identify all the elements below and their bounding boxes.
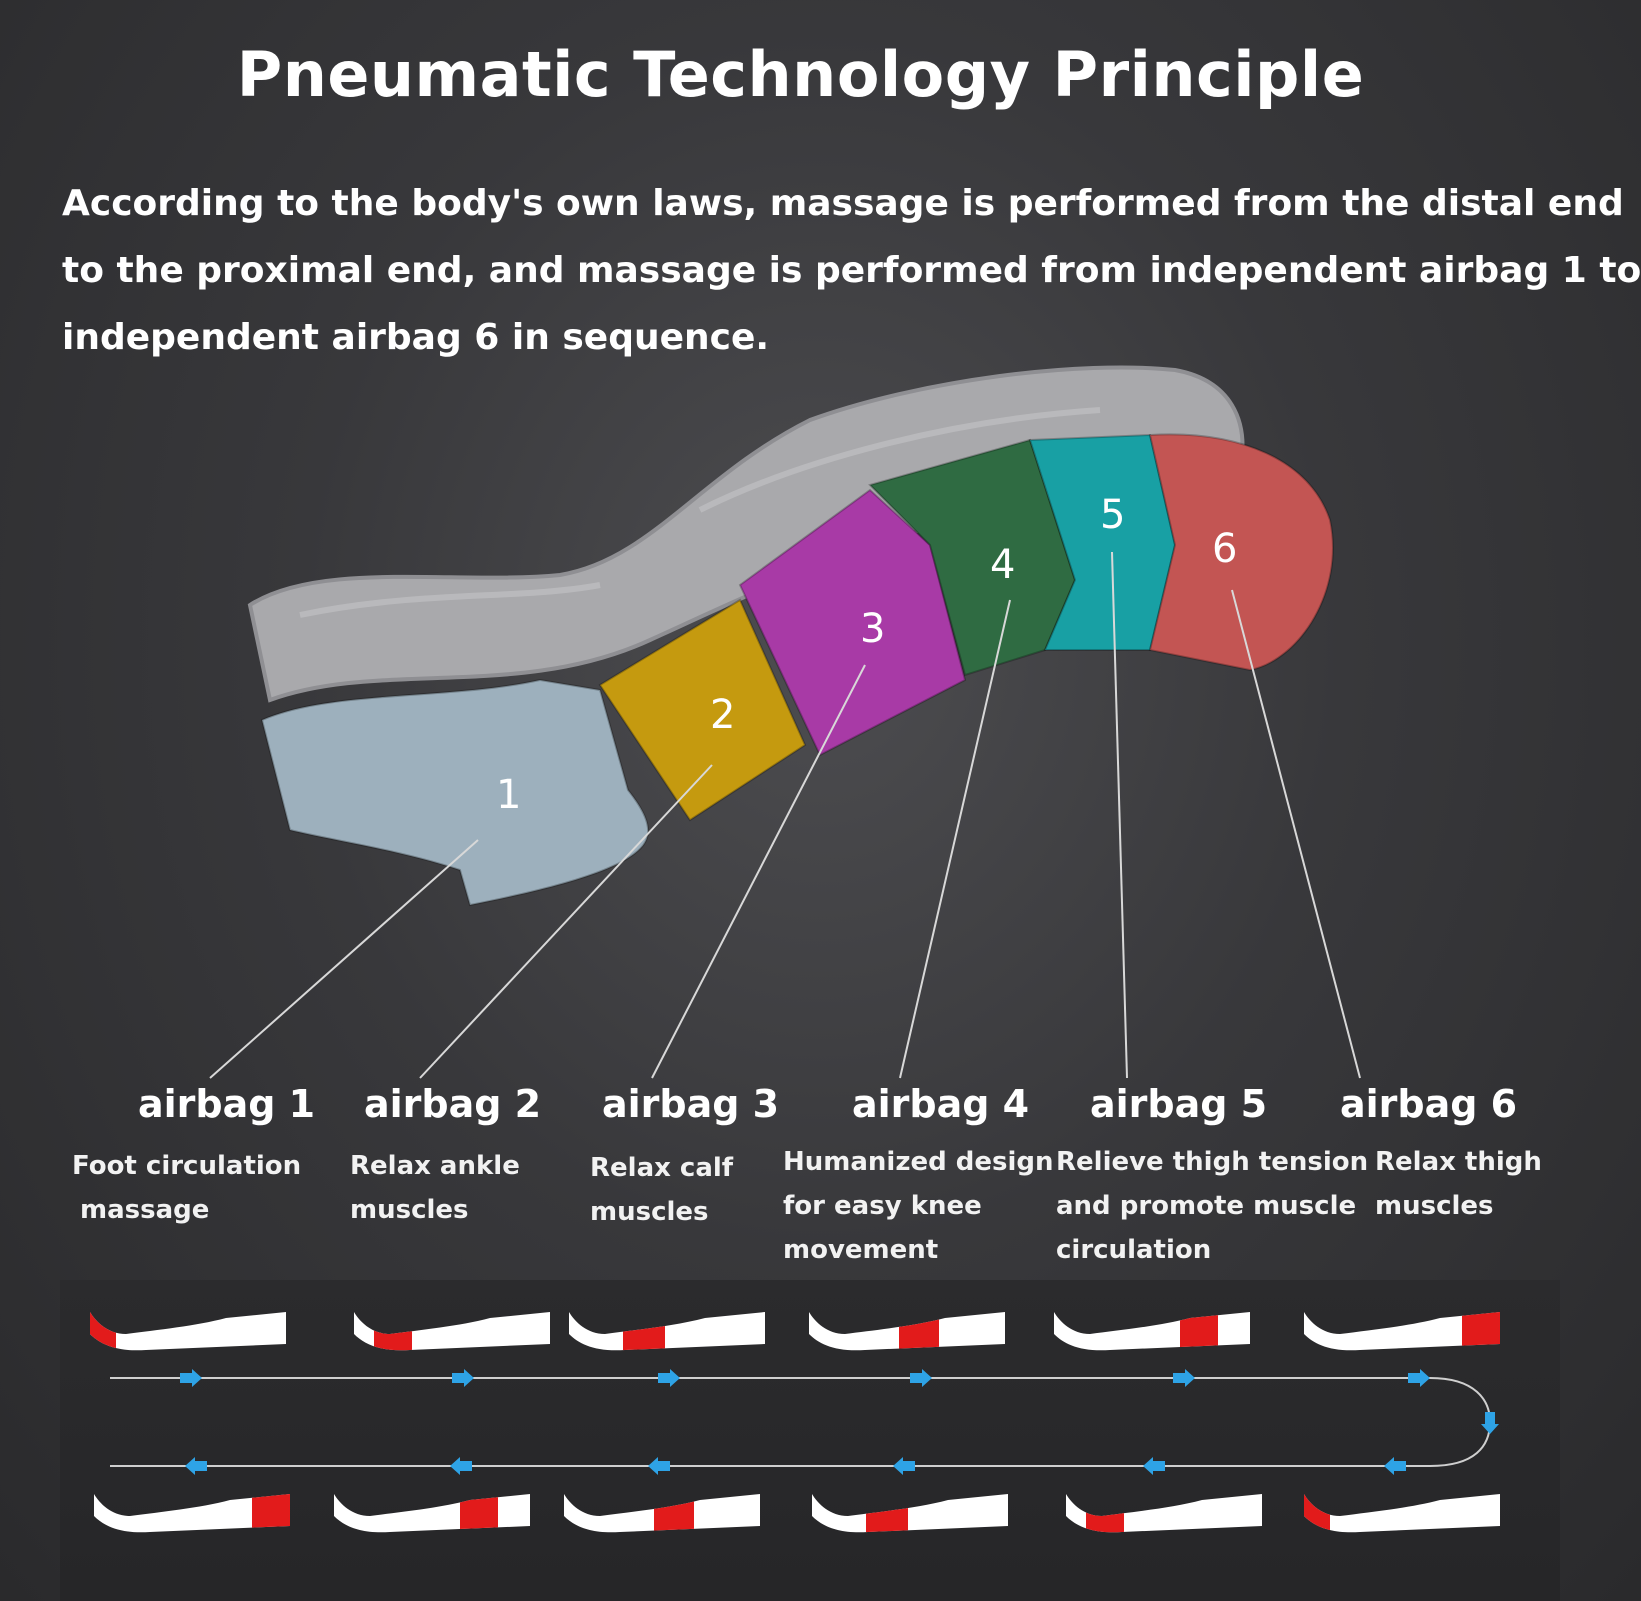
airbag-1-desc-line: massage — [80, 1195, 210, 1225]
leader-line-6 — [1231, 589, 1361, 1079]
arrow-right-icon — [180, 1369, 202, 1387]
leg-icon-bottom-6 — [1304, 1494, 1500, 1533]
description-line-3: independent airbag 6 in sequence. — [62, 317, 770, 358]
airbag-4-label: airbag 4 — [852, 1082, 1030, 1126]
airbag-1-description: Foot circulation massage — [72, 1144, 301, 1232]
flow-path — [110, 1377, 1492, 1467]
arrow-right-icon — [1173, 1369, 1195, 1387]
airbag-1-label: airbag 1 — [138, 1082, 316, 1126]
leg-icon-bottom-5 — [1066, 1494, 1262, 1533]
leader-line-4 — [899, 599, 1011, 1079]
description-line-1: According to the body's own laws, massag… — [62, 183, 1624, 224]
leader-line-3 — [651, 664, 866, 1079]
page-title: Pneumatic Technology Principle — [236, 38, 1365, 111]
leader-line-5 — [1111, 551, 1128, 1079]
description: According to the body's own laws, massag… — [62, 170, 1641, 371]
leg-icon-bottom-1 — [94, 1494, 290, 1533]
leg-icon-bottom-3 — [564, 1494, 760, 1533]
airbag-4-description: Humanized design for easy knee movement — [783, 1140, 1054, 1272]
airbag-6-label: airbag 6 — [1340, 1082, 1518, 1126]
arrow-right-icon — [910, 1369, 932, 1387]
arrow-left-icon — [185, 1457, 207, 1475]
arrow-down-icon — [1481, 1412, 1499, 1434]
arrow-right-icon — [1408, 1369, 1430, 1387]
airbag-2-description: Relax ankle muscles — [350, 1144, 520, 1232]
airbag-6-desc-line: Relax thigh — [1375, 1147, 1542, 1177]
leg-icon-bottom-4 — [812, 1494, 1008, 1533]
arrow-left-icon — [1384, 1457, 1406, 1475]
airbag-5-number: 5 — [1100, 492, 1125, 538]
airbag-2-desc-line: Relax ankle — [350, 1151, 520, 1181]
airbag-1-number: 1 — [496, 772, 521, 818]
airbag-2-desc-line: muscles — [350, 1195, 469, 1225]
sequence-row-bottom — [94, 1494, 1500, 1533]
leg-icon-bottom-2 — [334, 1494, 530, 1533]
flow-arrows — [180, 1369, 1499, 1475]
airbag-3-label: airbag 3 — [602, 1082, 780, 1126]
airbag-6-description: Relax thigh muscles — [1375, 1140, 1542, 1228]
airbag-5-desc-line: and promote muscle — [1056, 1191, 1357, 1221]
airbag-4-desc-line: movement — [783, 1235, 939, 1265]
leg-icon-top-3 — [569, 1312, 765, 1351]
airbag-3-number: 3 — [860, 606, 885, 652]
airbag-6-number: 6 — [1212, 526, 1237, 572]
arrow-left-icon — [1143, 1457, 1165, 1475]
airbag-1-desc-line: Foot circulation — [72, 1151, 302, 1181]
leg-icon-top-6 — [1304, 1312, 1500, 1351]
airbag-3-desc-line: muscles — [590, 1197, 709, 1227]
airbag-5-desc-line: Relieve thigh tension — [1056, 1147, 1369, 1177]
airbag-5-label: airbag 5 — [1090, 1082, 1268, 1126]
airbag-2-label: airbag 2 — [364, 1082, 542, 1126]
leg-icon-top-1 — [90, 1312, 286, 1351]
airbag-6-segment — [1148, 433, 1334, 672]
arrow-right-icon — [452, 1369, 474, 1387]
arrow-left-icon — [450, 1457, 472, 1475]
arrow-left-icon — [648, 1457, 670, 1475]
leader-line-2 — [419, 764, 713, 1079]
leader-lines — [209, 551, 1361, 1079]
leg-icon-top-2 — [354, 1312, 550, 1351]
airbag-4-desc-line: Humanized design — [783, 1147, 1054, 1177]
airbag-2-number: 2 — [710, 692, 735, 738]
airbag-3-desc-line: Relax calf — [590, 1153, 734, 1183]
leg-icon-top-5 — [1054, 1312, 1250, 1351]
airbag-2-segment — [598, 598, 807, 822]
arrow-right-icon — [658, 1369, 680, 1387]
airbag-3-description: Relax calf muscles — [590, 1146, 733, 1234]
airbag-4-number: 4 — [990, 542, 1015, 588]
airbag-5-desc-line: circulation — [1056, 1235, 1212, 1265]
leg-icon-top-4 — [809, 1312, 1005, 1351]
airbag-5-description: Relieve thigh tension and promote muscle… — [1056, 1140, 1368, 1272]
airbag-3-segment — [738, 488, 967, 757]
airbag-4-desc-line: for easy knee — [783, 1191, 982, 1221]
leader-line-1 — [209, 839, 479, 1079]
airbag-6-desc-line: muscles — [1375, 1191, 1494, 1221]
sequence-row-top — [90, 1312, 1500, 1351]
airbag-1-segment — [260, 678, 649, 907]
diagram-canvas: 1 2 3 4 5 6 — [90, 365, 1500, 1533]
description-line-2: to the proximal end, and massage is perf… — [62, 250, 1641, 291]
arrow-left-icon — [893, 1457, 915, 1475]
